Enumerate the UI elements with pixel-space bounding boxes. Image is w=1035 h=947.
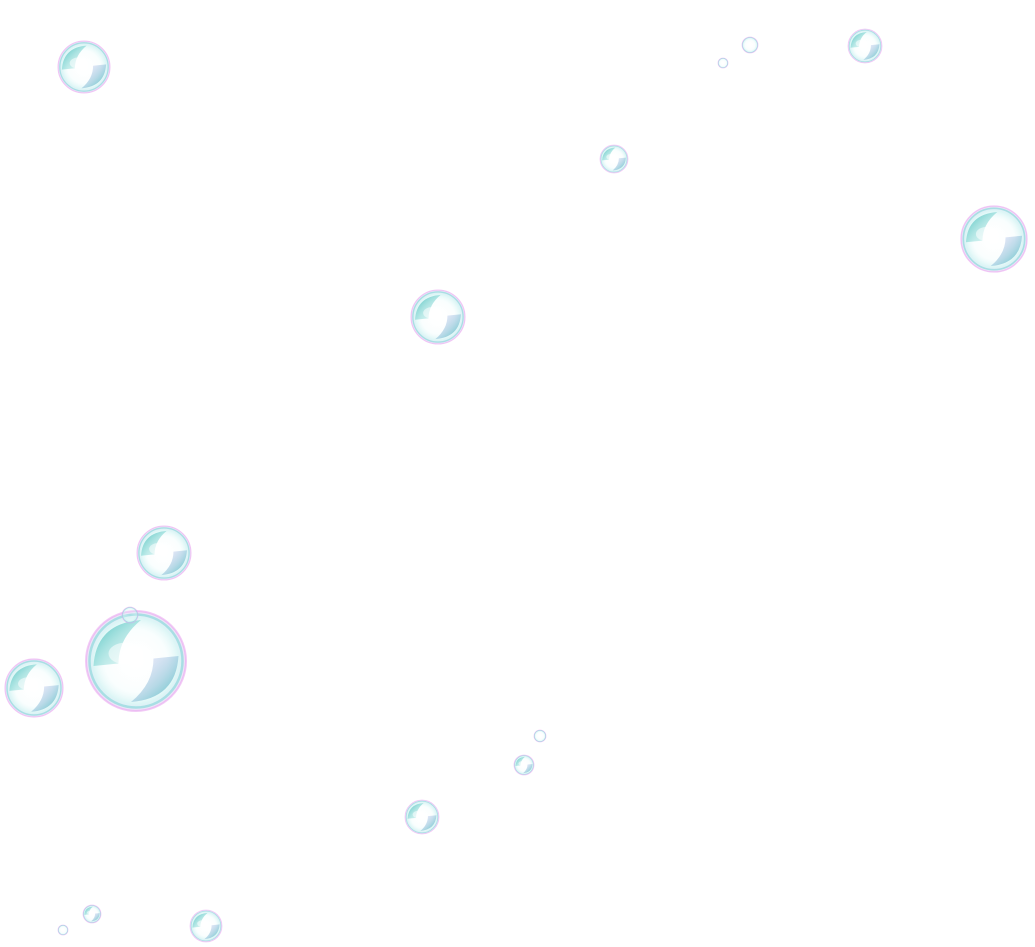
bubble xyxy=(4,658,64,718)
bubble xyxy=(85,610,187,712)
bubble xyxy=(599,144,629,174)
bubble xyxy=(189,909,223,943)
bubble xyxy=(717,57,729,69)
bubble xyxy=(82,904,102,924)
bubble xyxy=(404,799,440,835)
bubble xyxy=(410,289,466,345)
bubble xyxy=(533,729,547,743)
bubble xyxy=(57,924,69,936)
bubble xyxy=(136,525,192,581)
bubble xyxy=(960,205,1028,273)
bubble xyxy=(121,606,139,624)
bubble xyxy=(57,40,111,94)
bubble xyxy=(847,28,883,64)
bubble xyxy=(513,754,535,776)
bubble xyxy=(741,36,759,54)
